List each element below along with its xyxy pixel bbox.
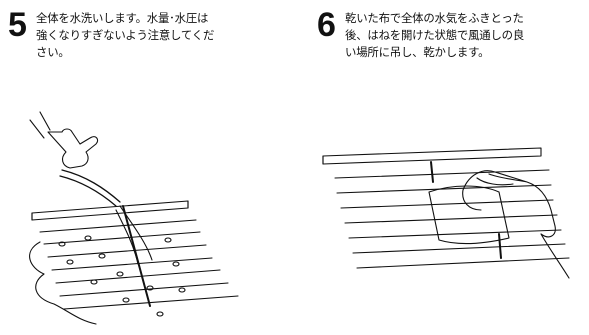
wiping-with-cloth-illustration (313, 92, 589, 332)
cloth (429, 186, 509, 244)
slat (349, 230, 561, 238)
instruction-line: 乾いた布で全体の水気をふきとった (345, 11, 524, 25)
slat (52, 258, 212, 270)
hose (62, 170, 120, 202)
instruction-line: 後、はねを開けた状態で風通しの良 (345, 28, 525, 42)
header-rail (32, 201, 188, 220)
water-stream (116, 206, 152, 264)
slat (357, 258, 569, 268)
slat (345, 215, 557, 223)
step-instruction: 全体を水洗いします。水量･水圧は 強くなりすぎないよう注意してくだ さい。 (36, 10, 214, 61)
step-number: 5 (8, 6, 27, 44)
slat (44, 232, 200, 244)
slat (341, 200, 553, 208)
slat (56, 270, 220, 283)
slat (40, 220, 196, 232)
slat (48, 245, 206, 257)
slat (353, 244, 565, 253)
header-rail (323, 148, 541, 164)
hand (463, 171, 569, 278)
hand (48, 129, 98, 168)
step-number: 6 (317, 6, 336, 44)
slat (60, 283, 228, 296)
instruction-line: 強くなりすぎないよう注意してくだ (36, 28, 215, 42)
water-puddle (30, 242, 96, 324)
slat (64, 296, 238, 309)
slat (337, 185, 551, 193)
washing-with-hose-illustration (0, 92, 290, 332)
slat (335, 170, 549, 178)
instruction-line: い場所に吊し、乾かします。 (345, 45, 490, 59)
instruction-line: 全体を水洗いします。水量･水圧は (36, 11, 209, 25)
instruction-line: さい。 (36, 45, 70, 59)
step-instruction: 乾いた布で全体の水気をふきとった 後、はねを開けた状態で風通しの良 い場所に吊し… (345, 10, 524, 61)
